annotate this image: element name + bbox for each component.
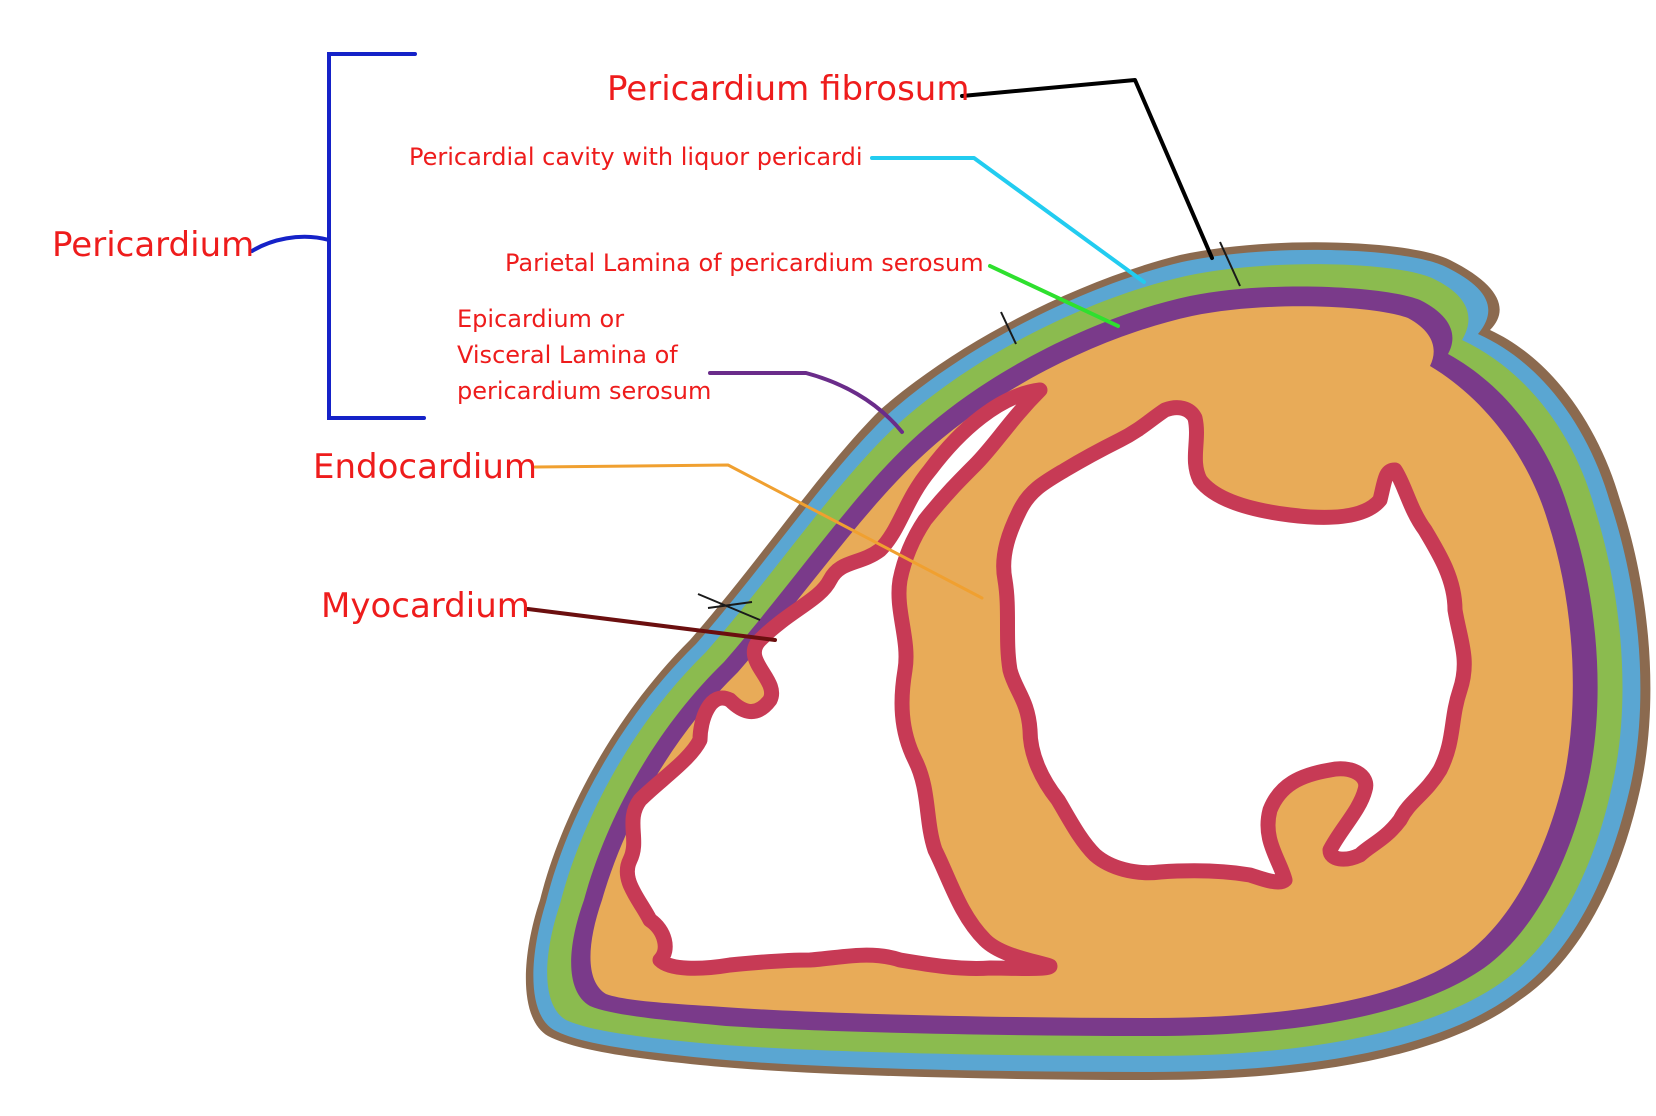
layer-tick-marks bbox=[697, 241, 1241, 621]
tick-mark bbox=[1219, 241, 1241, 287]
label-endocardium: Endocardium bbox=[313, 447, 537, 487]
leader-line-endocardium bbox=[533, 463, 984, 600]
leader-line-fibrosum bbox=[960, 78, 1214, 260]
leader-line-cavity bbox=[870, 156, 1146, 284]
right-ventricle-chamber bbox=[619, 382, 1058, 976]
ventricles bbox=[619, 382, 1472, 976]
labels: Pericardium Pericardium fibrosum Pericar… bbox=[52, 69, 984, 626]
bracket-curl bbox=[250, 234, 331, 253]
leader-line-parietal bbox=[988, 264, 1120, 328]
bracket-line bbox=[327, 52, 426, 420]
label-epicardium-line-2: Visceral Lamina of bbox=[457, 341, 678, 369]
label-epicardium-line-1: Epicardium or bbox=[457, 305, 624, 333]
tick-mark bbox=[697, 593, 761, 621]
leader-lines bbox=[526, 78, 1214, 642]
left-ventricle-chamber bbox=[996, 400, 1472, 890]
label-pericardium-fibrosum: Pericardium fibrosum bbox=[607, 69, 969, 109]
tick-mark bbox=[707, 601, 753, 609]
leader-line-epicardium bbox=[708, 371, 904, 434]
label-pericardium: Pericardium bbox=[52, 225, 254, 265]
leader-line-myocardium bbox=[526, 607, 777, 642]
label-myocardium: Myocardium bbox=[321, 586, 530, 626]
tick-mark bbox=[1000, 311, 1017, 345]
label-epicardium-line-3: pericardium serosum bbox=[457, 377, 711, 405]
label-parietal-lamina: Parietal Lamina of pericardium serosum bbox=[505, 249, 984, 277]
pericardium-bracket bbox=[250, 52, 426, 420]
label-pericardial-cavity: Pericardial cavity with liquor pericardi bbox=[409, 143, 862, 171]
